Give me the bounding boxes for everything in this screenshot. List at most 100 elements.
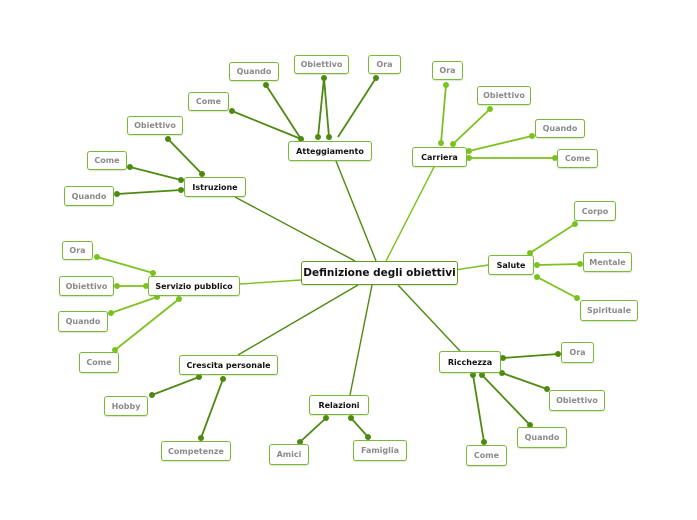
topic-label: Carriera xyxy=(421,152,458,162)
connector-dot xyxy=(178,177,184,183)
connector-line xyxy=(234,196,356,262)
leaf-istruzione-obiettivo[interactable]: Obiettivo xyxy=(127,116,183,135)
leaf-atteggiamento-come[interactable]: Come xyxy=(188,92,229,111)
connector-dot xyxy=(365,434,371,440)
leaf-relazioni-amici[interactable]: Amici xyxy=(269,444,309,465)
connector-line xyxy=(323,77,330,138)
topic-label: Servizio pubblico xyxy=(155,281,233,291)
connector-line xyxy=(110,296,158,314)
connector-dot xyxy=(470,372,476,378)
connector-dot xyxy=(479,372,485,378)
leaf-ricchezza-come[interactable]: Come xyxy=(466,445,507,466)
topic-label: Atteggiamento xyxy=(296,146,364,156)
topic-crescita-personale[interactable]: Crescita personale xyxy=(179,355,278,375)
connector-dot xyxy=(150,270,156,276)
connector-dot xyxy=(263,82,269,88)
leaf-label: Quando xyxy=(542,124,578,133)
central-topic-label: Definizione degli obiettivi xyxy=(303,267,456,279)
connector-line xyxy=(536,263,581,266)
leaf-label: Quando xyxy=(65,317,101,326)
topic-ricchezza[interactable]: Ricchezza xyxy=(439,351,501,373)
leaf-ricchezza-obiettivo[interactable]: Obiettivo xyxy=(549,390,605,411)
connector-dot xyxy=(534,262,540,268)
connector-line xyxy=(335,160,377,262)
connector-line xyxy=(116,189,182,195)
leaf-carriera-obiettivo[interactable]: Obiettivo xyxy=(477,86,531,105)
connector-dot xyxy=(527,422,533,428)
topic-label: Crescita personale xyxy=(186,360,271,370)
leaf-label: Come xyxy=(86,358,112,367)
leaf-servizio-quando[interactable]: Quando xyxy=(58,311,108,332)
connector-dot xyxy=(466,148,472,154)
leaf-servizio-obiettivo[interactable]: Obiettivo xyxy=(59,276,114,296)
connector-dot xyxy=(94,254,100,260)
connector-line xyxy=(237,284,359,356)
leaf-ricchezza-quando[interactable]: Quando xyxy=(517,427,567,448)
topic-istruzione[interactable]: Istruzione xyxy=(184,177,246,197)
connector-dot xyxy=(165,136,171,142)
connector-line xyxy=(299,417,327,443)
connector-dot xyxy=(487,106,493,112)
connector-dot xyxy=(450,141,456,147)
leaf-servizio-ora[interactable]: Ora xyxy=(62,241,93,260)
connector-dot xyxy=(298,136,304,142)
leaf-label: Obiettivo xyxy=(134,121,176,130)
connector-line xyxy=(385,166,435,262)
leaf-crescita-hobby[interactable]: Hobby xyxy=(104,396,148,416)
leaf-label: Ora xyxy=(69,246,86,255)
connector-line xyxy=(265,84,302,140)
leaf-salute-spirituale[interactable]: Spirituale xyxy=(580,300,638,321)
leaf-ricchezza-ora[interactable]: Ora xyxy=(561,342,594,363)
leaf-salute-corpo[interactable]: Corpo xyxy=(574,201,616,221)
connector-dot xyxy=(572,221,578,227)
connector-line xyxy=(114,298,180,351)
connector-line xyxy=(96,256,154,274)
central-topic[interactable]: Definizione degli obiettivi xyxy=(301,261,458,285)
connector-line xyxy=(337,77,377,138)
leaf-istruzione-come[interactable]: Come xyxy=(87,151,127,170)
connector-dot xyxy=(544,386,550,392)
leaf-carriera-come[interactable]: Come xyxy=(557,149,598,168)
topic-atteggiamento[interactable]: Atteggiamento xyxy=(288,141,372,161)
connector-dot xyxy=(577,261,583,267)
connector-line xyxy=(468,135,533,152)
leaf-istruzione-quando[interactable]: Quando xyxy=(64,186,114,206)
connector-dot xyxy=(178,187,184,193)
leaf-atteggiamento-obiettivo[interactable]: Obiettivo xyxy=(294,55,349,74)
connector-dot xyxy=(443,82,449,88)
leaf-label: Quando xyxy=(524,433,560,442)
connector-dot xyxy=(196,374,202,380)
topic-carriera[interactable]: Carriera xyxy=(412,147,467,167)
leaf-label: Ora xyxy=(376,60,393,69)
leaf-carriera-ora[interactable]: Ora xyxy=(432,61,463,80)
connector-dot xyxy=(527,250,533,256)
leaf-carriera-quando[interactable]: Quando xyxy=(535,119,585,138)
leaf-servizio-come[interactable]: Come xyxy=(79,352,119,373)
leaf-label: Hobby xyxy=(111,401,141,411)
topic-relazioni[interactable]: Relazioni xyxy=(309,395,369,415)
topic-salute[interactable]: Salute xyxy=(488,255,534,275)
connector-dot xyxy=(481,439,487,445)
connector-dot xyxy=(466,155,472,161)
connector-dot xyxy=(555,351,561,357)
leaf-crescita-competenze[interactable]: Competenze xyxy=(161,441,231,461)
connector-line xyxy=(440,84,447,144)
connector-line xyxy=(350,417,369,438)
connector-dot xyxy=(297,439,303,445)
leaf-salute-mentale[interactable]: Mentale xyxy=(583,252,632,272)
connector-line xyxy=(529,223,576,254)
connector-dot xyxy=(574,295,580,301)
leaf-label: Spirituale xyxy=(586,306,631,315)
leaf-label: Mentale xyxy=(589,257,626,267)
connector-line xyxy=(129,166,182,181)
topic-servizio-pubblico[interactable]: Servizio pubblico xyxy=(148,276,240,296)
connector-dot xyxy=(114,283,120,289)
leaf-label: Famiglia xyxy=(360,446,400,455)
leaf-label: Quando xyxy=(71,191,107,201)
leaf-atteggiamento-ora[interactable]: Ora xyxy=(368,55,401,74)
topic-label: Relazioni xyxy=(318,400,360,410)
leaf-relazioni-famiglia[interactable]: Famiglia xyxy=(353,440,407,461)
leaf-atteggiamento-quando[interactable]: Quando xyxy=(229,62,279,81)
connector-dot xyxy=(143,283,149,289)
